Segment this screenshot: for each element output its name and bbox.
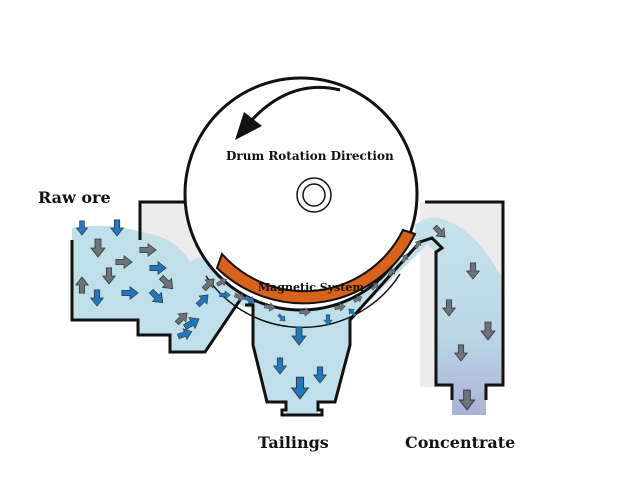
gray-flow-arrow-icon (387, 268, 396, 277)
gray-flow-arrow-icon (139, 242, 157, 258)
gray-flow-arrow-icon (90, 238, 106, 258)
gray-flow-arrow-icon (264, 302, 276, 312)
blue-flow-arrow-icon (290, 376, 310, 400)
gray-flow-arrow-icon (353, 295, 363, 303)
blue-flow-arrow-icon (121, 285, 139, 301)
gray-flow-arrow-icon (101, 267, 117, 285)
drum (183, 76, 419, 329)
flow-arrows (74, 219, 496, 411)
blue-flow-arrow-icon (195, 294, 209, 308)
gray-flow-arrow-icon (115, 254, 133, 270)
gray-flow-arrow-icon (174, 312, 188, 326)
blue-flow-arrow-icon (149, 260, 167, 276)
gray-flow-arrow-icon (441, 299, 457, 317)
blue-flow-arrow-icon (75, 220, 89, 236)
blue-flow-arrow-icon (89, 289, 105, 307)
tailings-slurry (253, 302, 352, 415)
rotation-arrow-icon (235, 85, 341, 140)
blue-flow-arrow-icon (277, 313, 286, 322)
gray-flow-arrow-icon (299, 307, 311, 317)
blue-flow-arrow-icon (312, 366, 328, 384)
gray-flow-arrow-icon (370, 282, 379, 291)
blue-flow-arrow-icon (291, 326, 307, 346)
gray-flow-arrow-icon (234, 292, 246, 302)
label-raw-ore: Raw ore (38, 188, 111, 207)
label-concentrate: Concentrate (405, 433, 515, 452)
gray-flow-arrow-icon (158, 274, 174, 290)
gray-flow-arrow-icon (453, 344, 469, 362)
gray-flow-arrow-icon (216, 278, 228, 287)
magnetic-system (215, 228, 417, 305)
gray-flow-arrow-icon (414, 239, 422, 249)
label-drum-rotation: Drum Rotation Direction (226, 149, 394, 163)
gray-flow-arrow-icon (334, 302, 346, 312)
blue-flow-arrow-icon (183, 317, 200, 330)
blue-flow-arrow-icon (219, 290, 231, 300)
gray-flow-arrow-icon (432, 224, 446, 238)
gray-flow-arrow-icon (201, 278, 215, 292)
blue-flow-arrow-icon (323, 314, 333, 326)
gray-flow-arrow-icon (401, 253, 409, 263)
tank-outline (70, 200, 505, 417)
blue-flow-arrow-icon (244, 295, 256, 304)
label-tailings: Tailings (258, 433, 329, 452)
gray-flow-arrow-icon (458, 389, 476, 411)
blue-flow-arrow-icon (148, 288, 164, 304)
blue-flow-arrow-icon (177, 328, 193, 340)
blue-flow-arrow-icon (109, 219, 125, 237)
blue-flow-arrow-icon (348, 308, 357, 317)
gray-flow-arrow-icon (74, 276, 90, 294)
label-magnetic-system: Magnetic System (258, 281, 364, 294)
gray-flow-arrow-icon (465, 262, 481, 280)
blue-flow-arrow-icon (272, 357, 288, 375)
gray-flow-arrow-icon (480, 321, 496, 341)
